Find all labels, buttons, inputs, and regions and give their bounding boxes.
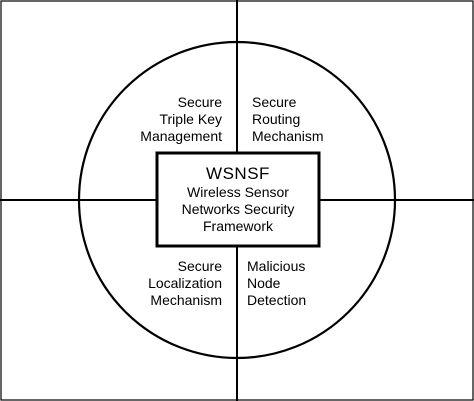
quadrant-text-line: Secure — [177, 258, 222, 274]
quadrant-text-line: Node — [247, 275, 281, 291]
quadrant-text-line: Secure — [177, 94, 222, 110]
quadrant-bottom-left: Secure Localization Mechanism — [148, 258, 222, 309]
quadrant-text-line: Management — [140, 128, 222, 144]
quadrant-bottom-right: Malicious Node Detection — [247, 258, 306, 309]
quadrant-text-line: Secure — [252, 94, 297, 110]
center-line-3: Framework — [202, 217, 273, 234]
center-line-2: Networks Security — [181, 200, 295, 217]
center-box — [155, 151, 321, 248]
center-box-label: WSNSF Wireless Sensor Networks Security … — [157, 152, 319, 246]
quadrant-text-line: Triple Key — [159, 111, 222, 127]
center-line-1: Wireless Sensor — [187, 183, 289, 200]
quadrant-text-line: Mechanism — [252, 128, 324, 144]
center-title: WSNSF — [206, 163, 270, 183]
quadrant-top-right: Secure Routing Mechanism — [252, 94, 324, 145]
quadrant-text-line: Routing — [252, 111, 301, 127]
quadrant-text-line: Mechanism — [150, 292, 222, 308]
quadrant-top-left: Secure Triple Key Management — [140, 94, 222, 145]
quadrant-text-line: Localization — [148, 275, 222, 291]
quadrant-text-line: Detection — [247, 292, 307, 308]
quadrant-text-line: Malicious — [247, 258, 306, 274]
